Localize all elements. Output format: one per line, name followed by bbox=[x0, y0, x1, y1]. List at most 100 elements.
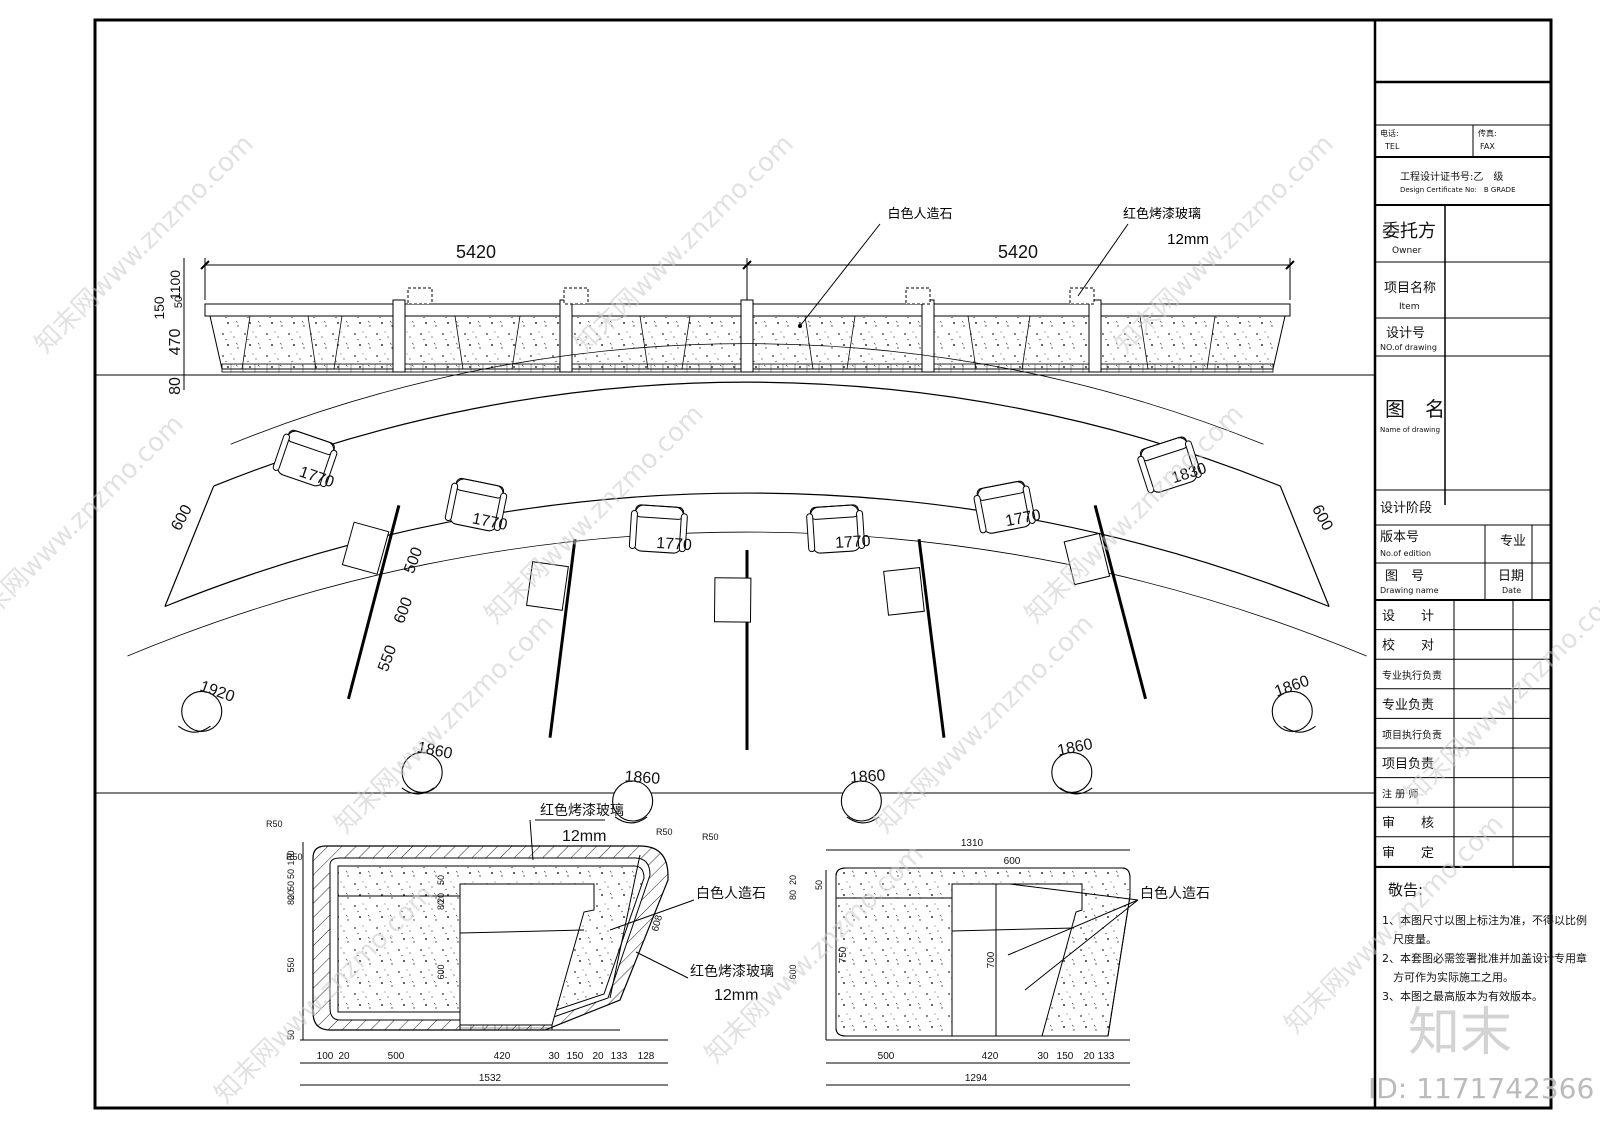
sec-a-vdim-0: 100 bbox=[286, 850, 296, 865]
sec-a-radius-3: R50 bbox=[656, 827, 673, 837]
sec-b-vdim-1: 80 bbox=[788, 890, 798, 900]
plan-chair-dim-3: 1770 bbox=[835, 533, 872, 552]
sec-b-hdim-5: 133 bbox=[1098, 1051, 1115, 1062]
plan-stool-3 bbox=[840, 780, 882, 824]
edition-cn: 版本号 bbox=[1380, 530, 1419, 545]
drawing-name-cn: 图 名 bbox=[1385, 397, 1445, 421]
drawing-no-cn: 设计号 bbox=[1386, 326, 1425, 341]
plan-monitor-0 bbox=[341, 521, 390, 575]
fax-cn: 传真: bbox=[1478, 128, 1497, 138]
sec-a-label-glass-top: 红色烤漆玻璃 bbox=[540, 802, 624, 818]
sec-b-hdim-0: 500 bbox=[878, 1051, 895, 1062]
sec-b-top-600: 600 bbox=[1004, 856, 1021, 867]
plan-stool-2 bbox=[612, 780, 654, 824]
elev-dim-left: 5420 bbox=[456, 242, 496, 262]
sec-a-hdim-4: 30 bbox=[548, 1051, 560, 1062]
sec-a-hdim-0: 100 bbox=[317, 1051, 334, 1062]
sec-a-hdim-3: 420 bbox=[494, 1051, 511, 1062]
plan-monitor-1 bbox=[525, 561, 569, 611]
sec-a-hdim-2: 500 bbox=[388, 1051, 405, 1062]
sec-a-vdim-3: 20 bbox=[286, 890, 296, 900]
sec-b-vdim-3: 600 bbox=[788, 964, 798, 979]
plan-depth-right: 600 bbox=[1308, 502, 1336, 534]
sec-a-label-glass-top-thk: 12mm bbox=[562, 828, 606, 845]
sec-a-hdim-7: 133 bbox=[611, 1051, 628, 1062]
sec-a-vdim-5: 550 bbox=[286, 957, 296, 972]
date-en: Date bbox=[1502, 586, 1521, 595]
note-line-0: 1、本图尺寸以图上标注为准，不得以比例 bbox=[1382, 913, 1587, 927]
elev-vdim-0: 1100 bbox=[167, 270, 183, 300]
plan-dim-arc-inner bbox=[230, 343, 1264, 445]
plan-glass-divider-3 bbox=[917, 539, 946, 738]
stage-cn: 设计阶段 bbox=[1380, 501, 1432, 516]
sec-b-hdim-3: 150 bbox=[1057, 1051, 1074, 1062]
elev-vertical-dims: 1100 150 50 470 80 bbox=[151, 258, 185, 395]
elev-vdim-4: 80 bbox=[167, 377, 184, 395]
elev-monitor-2 bbox=[905, 287, 931, 305]
edition-en: No.of edition bbox=[1380, 549, 1431, 558]
drawing-name-en: Name of drawing bbox=[1380, 426, 1440, 434]
plan-monitor-2 bbox=[713, 577, 752, 623]
note-line-2: 2、本套图必需签署批准并加盖设计专用章 bbox=[1382, 951, 1587, 965]
plan-glass-divider-0 bbox=[347, 504, 401, 700]
role-label-5: 项目负责 bbox=[1382, 757, 1434, 772]
number-en: Drawing name bbox=[1380, 586, 1439, 595]
sec-a-inner-vdim-0: 50 bbox=[436, 875, 446, 885]
plan-stool-dim-4: 1860 bbox=[1056, 736, 1094, 760]
note-line-3: 方可作为实际施工之用。 bbox=[1382, 970, 1514, 984]
sec-a-vdim-4: 80 bbox=[286, 895, 296, 905]
owner-en: Owner bbox=[1392, 246, 1422, 256]
watermark-logo: 知末 bbox=[1408, 1003, 1512, 1063]
plan-chair-dim-2: 1770 bbox=[656, 535, 693, 554]
sec-a-radius-2: R50 bbox=[286, 852, 303, 862]
role-label-2: 专业执行负责 bbox=[1382, 669, 1442, 682]
sec-a-label-glass-side: 红色烤漆玻璃 bbox=[690, 963, 774, 979]
elev-monitor-1 bbox=[563, 287, 589, 305]
elev-monitor-3 bbox=[1069, 287, 1095, 305]
sec-a-inner-vdim-1: 20 bbox=[436, 893, 446, 903]
elev-glass-panel-4 bbox=[1088, 299, 1102, 373]
plan-chair-0 bbox=[272, 429, 338, 488]
plan-chair-4 bbox=[973, 480, 1036, 534]
sec-a-label-glass-side-thk: 12mm bbox=[714, 987, 758, 1004]
major-cn: 专业 bbox=[1500, 534, 1526, 549]
plan-chair-dim-1: 1770 bbox=[471, 510, 509, 534]
note-line-1: 尺度量。 bbox=[1382, 932, 1437, 946]
elev-glass-panel-2 bbox=[740, 299, 754, 373]
elev-label-glass: 红色烤漆玻璃 bbox=[1123, 206, 1201, 222]
sec-b-inner-vdim-0: 750 bbox=[838, 946, 849, 963]
sec-a-vdim-2: 50 bbox=[286, 881, 296, 891]
sec-b-hdim-2: 30 bbox=[1037, 1051, 1049, 1062]
plan-stool-dim-1: 1860 bbox=[416, 739, 454, 763]
sec-a-vdim-6: 50 bbox=[286, 1030, 296, 1040]
role-label-0: 设 计 bbox=[1382, 609, 1434, 624]
plan-chair-5 bbox=[1137, 436, 1202, 494]
plan-glass-divider-1 bbox=[548, 539, 577, 738]
plan-radial-dim-2: 550 bbox=[375, 643, 400, 674]
sec-b-vdim-2: 50 bbox=[814, 880, 824, 890]
notice-title: 敬告: bbox=[1388, 881, 1423, 899]
fax-en: FAX bbox=[1480, 142, 1495, 151]
role-label-7: 审 核 bbox=[1382, 816, 1434, 831]
plan-glass-divider-4 bbox=[1093, 504, 1147, 700]
cert-en: Design Certificate No: B GRADE bbox=[1400, 186, 1516, 194]
drawing-no-en: NO.of drawing bbox=[1380, 343, 1437, 352]
sec-a-radius-4: R50 bbox=[702, 832, 719, 842]
role-label-3: 专业负责 bbox=[1382, 698, 1434, 713]
plan-stool-5 bbox=[1271, 690, 1316, 733]
elev-monitor-0 bbox=[407, 287, 433, 305]
sec-a-total: 1532 bbox=[479, 1073, 502, 1084]
sec-a-hdim-5: 150 bbox=[567, 1051, 584, 1062]
plan-stool-0 bbox=[178, 690, 223, 733]
elev-vdim-3: 470 bbox=[167, 329, 184, 356]
plan-chair-3 bbox=[806, 504, 866, 554]
note-line-4: 3、本图之最高版本为有效版本。 bbox=[1382, 989, 1543, 1003]
elev-label-glass-thk: 12mm bbox=[1167, 231, 1209, 248]
sec-b-vdim-0: 20 bbox=[788, 875, 798, 885]
plan-stool-dim-2: 1860 bbox=[624, 768, 661, 787]
plan-stool-dim-3: 1860 bbox=[849, 767, 886, 786]
sec-b-label-stone: 白色人造石 bbox=[1140, 885, 1210, 901]
sec-b-top-total: 1310 bbox=[961, 838, 984, 849]
